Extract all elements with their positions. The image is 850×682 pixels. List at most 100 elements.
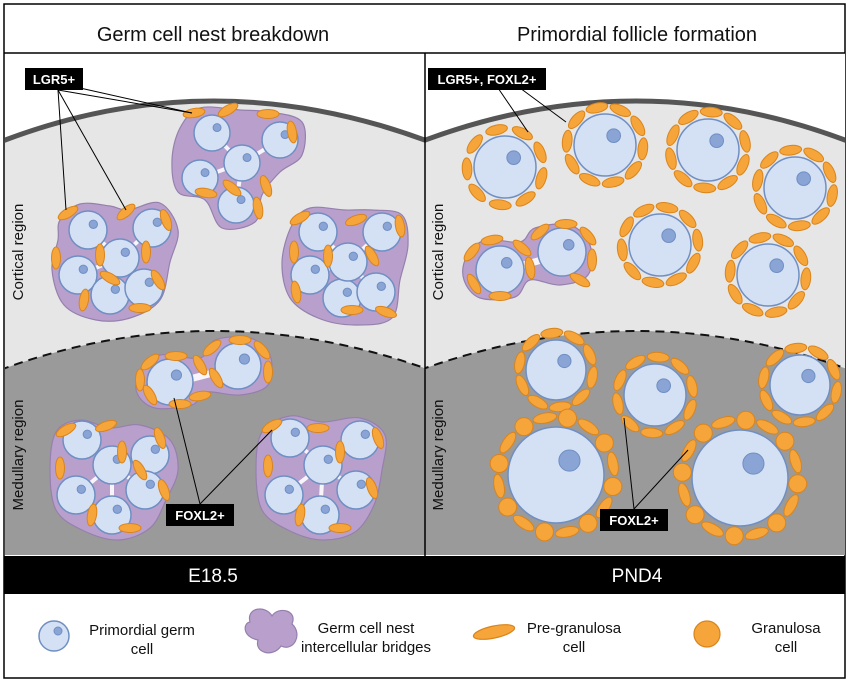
primordial-germ-cell (473, 135, 537, 199)
germ-cell-nucleus (310, 264, 321, 274)
pregranulosa-cell (512, 514, 535, 532)
legend-granulosa-line2: cell (775, 639, 798, 656)
germ-cell-nucleus (200, 168, 210, 178)
pregranulosa-cell (323, 244, 333, 268)
right-panel (425, 53, 845, 555)
pregranulosa-cell (787, 220, 811, 232)
granulosa-cell (736, 410, 756, 430)
germ-cell-nucleus (356, 479, 367, 489)
pregranulosa-cell (564, 153, 580, 175)
granulosa-cell (767, 513, 787, 533)
granulosa-cell (594, 433, 614, 453)
pregranulosa-cell (289, 240, 299, 264)
pregranulosa-cell (678, 482, 691, 507)
pregranulosa-cell (641, 276, 665, 288)
granulosa-cell (724, 526, 744, 546)
germ-cell-nucleus (801, 368, 816, 384)
germ-cell-nucleus (236, 195, 246, 205)
pregranulosa-cell (753, 193, 768, 215)
growing-follicle (672, 410, 808, 546)
svg-text:LGR5+: LGR5+ (33, 72, 76, 87)
pregranulosa-cell (741, 303, 764, 317)
pregranulosa-cell (532, 412, 558, 424)
germ-cell-nucleus (376, 281, 387, 291)
germ-cell-nucleus (606, 128, 621, 144)
pregranulosa-cell (665, 272, 687, 287)
growing-follicle (489, 408, 623, 542)
primordial-germ-cell (676, 118, 740, 182)
pregranulosa-cell (744, 527, 769, 540)
pregranulosa-cell (764, 306, 788, 318)
pregranulosa-cell (202, 339, 222, 357)
germ-cell-nucleus (500, 257, 513, 269)
pregranulosa-cell (625, 354, 646, 370)
pregranulosa-cell (485, 124, 508, 136)
primordial-germ-cell (573, 113, 637, 177)
pregranulosa-cell (748, 232, 772, 244)
pregranulosa-cell (693, 182, 717, 194)
leader-line (173, 397, 201, 505)
germ-cell-nucleus (170, 369, 183, 381)
pregranulosa-cell (259, 175, 273, 197)
pregranulosa-cell (585, 102, 609, 114)
pregranulosa-cell (637, 137, 649, 161)
pregranulosa-cell (290, 280, 302, 304)
pregranulosa-cell (511, 126, 533, 141)
germ-cell-nucleus (742, 452, 765, 475)
germ-cell-nucleus (558, 449, 581, 472)
svg-text:FOXL2+: FOXL2+ (609, 513, 659, 528)
granulosa-cell (578, 513, 598, 533)
germ-cell-nucleus (318, 221, 329, 231)
pregranulosa-cell (194, 187, 218, 199)
granulosa-cell (693, 423, 713, 443)
pregranulosa-cell (803, 147, 825, 163)
pregranulosa-cell (253, 340, 271, 360)
primordial-germ-cell (763, 156, 827, 220)
pregranulosa-cell (772, 233, 795, 247)
legend-nest-line2: intercellular bridges (301, 639, 431, 656)
pregranulosa-cell (535, 167, 548, 190)
right-stage-label: PND4 (612, 566, 663, 587)
pregranulosa-cell (533, 141, 547, 164)
pregranulosa-cell (582, 343, 597, 366)
granulosa-cell (672, 462, 692, 482)
legend-pregranulosa-icon (472, 624, 516, 640)
legend: Primordial germ cell Germ cell nest inte… (38, 608, 821, 658)
pregranulosa-cell (711, 416, 736, 429)
svg-text:LGR5+, FOXL2+: LGR5+, FOXL2+ (438, 72, 537, 87)
primordial-follicle (724, 232, 812, 318)
pregranulosa-cell (142, 384, 158, 406)
germ-cell-nucleus (323, 454, 334, 464)
pregranulosa-cell (664, 420, 685, 436)
pregranulosa-cell (666, 124, 680, 147)
pregranulosa-cell (263, 360, 273, 384)
pregranulosa-cell (540, 327, 564, 339)
pregranulosa-cell (613, 369, 627, 392)
pregranulosa-cell (488, 291, 512, 301)
pregranulosa-cell (607, 451, 619, 477)
pregranulosa-cell (263, 454, 273, 478)
granulosa-cell (603, 477, 623, 497)
pregranulosa-cell (364, 245, 380, 267)
left-cortical-label: Cortical region (10, 204, 27, 301)
left-stage-label: E18.5 (188, 566, 238, 587)
primordial-germ-cell (340, 420, 380, 460)
pregranulosa-cell (499, 431, 517, 454)
pregranulosa-cell (86, 503, 98, 527)
legend-pregranulosa-line1: Pre-granulosa (527, 620, 622, 637)
pregranulosa-cell (678, 209, 697, 229)
germ-cell-nucleus (360, 429, 371, 439)
primordial-germ-cell (691, 429, 789, 527)
pregranulosa-cell (286, 120, 298, 144)
leader-line (57, 89, 67, 211)
pregranulosa-cell (563, 330, 585, 346)
primordial-germ-cell (475, 245, 525, 295)
pregranulosa-cell (792, 416, 816, 428)
pregranulosa-cell (567, 110, 586, 130)
pregranulosa-cell (723, 112, 743, 130)
nest-cluster (51, 201, 179, 322)
primordial-follicle (461, 124, 548, 211)
pregranulosa-cell (578, 173, 601, 187)
leader-line (199, 429, 273, 505)
pregranulosa-cell (760, 151, 779, 169)
